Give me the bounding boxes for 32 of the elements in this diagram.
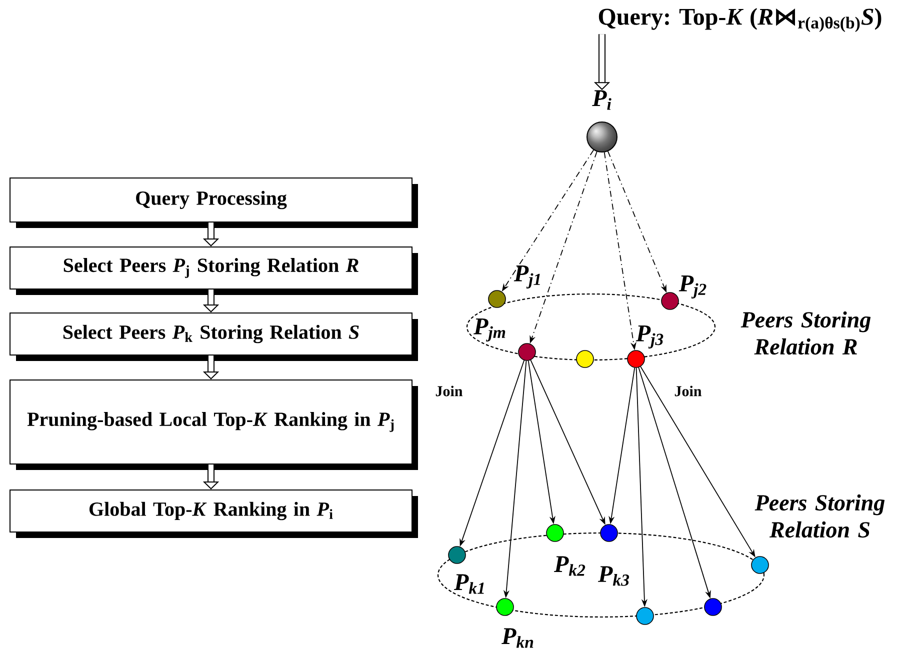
group-label: Peers Storing Relation S (754, 494, 885, 538)
peer-node (576, 350, 594, 368)
edge-label: Join (673, 384, 703, 398)
peer-sphere: P$_{i}$ (586, 90, 618, 152)
peer-node: P$_{k3}$ (598, 524, 630, 586)
edge-label: Join (434, 384, 464, 398)
node-label: P$_{j2}$ (678, 275, 706, 299)
node-label: P$_{j1}$ (514, 265, 540, 289)
peer-node: P$_{jm}$ (474, 318, 536, 361)
peer-node: P$_{j1}$ (488, 265, 540, 308)
node-label: P$_{k2}$ (554, 556, 586, 576)
peer-node (704, 598, 722, 616)
node-label: P$_{k3}$ (598, 566, 630, 586)
group-label: Peers Storing Relation R (740, 311, 871, 355)
peer-node: P$_{j2}$ (661, 275, 706, 310)
process-box: Query Processing (10, 178, 418, 228)
peer-node: P$_{k1}$ (448, 546, 484, 594)
node-label: P$_{kn}$ (502, 628, 534, 648)
peer-node: P$_{kn}$ (496, 598, 534, 648)
process-box: Select Peers P$_{k}$ Storing Relation S (10, 312, 418, 361)
node-label: P$_{i}$ (592, 90, 612, 110)
query-title: Query: Top-K (R⋈$_{r(a)θs(b)}$S) (598, 8, 882, 32)
peer-node: P$_{j3}$ (627, 325, 664, 368)
node-label: P$_{k1}$ (454, 574, 484, 594)
process-box: Pruning-based Local Top-K Ranking in P$_{j}$ (10, 380, 418, 470)
peer-node (636, 607, 654, 625)
node-label: P$_{jm}$ (474, 318, 506, 342)
peer-node (751, 556, 769, 574)
peer-node: P$_{k2}$ (546, 524, 586, 576)
process-box: Global Top-K Ranking in P$_{i}$ (10, 490, 418, 538)
node-label: P$_{j3}$ (636, 325, 664, 349)
process-box: Select Peers P$_{j}$ Storing Relation R (10, 246, 418, 295)
